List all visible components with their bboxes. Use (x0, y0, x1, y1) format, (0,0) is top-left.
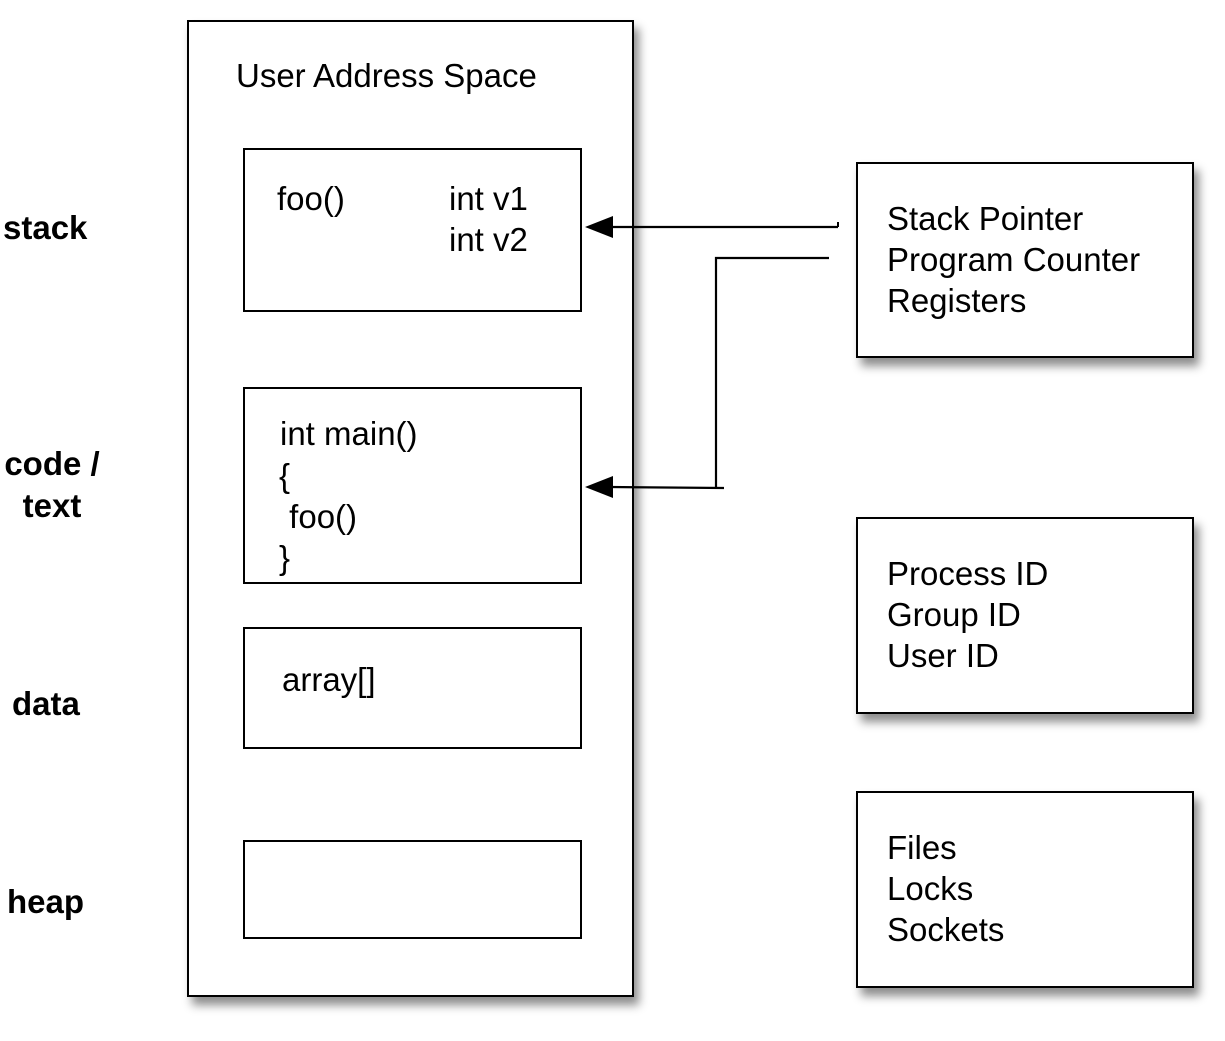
address-space-title: User Address Space (236, 57, 537, 94)
stack-variable-v2: int v2 (449, 221, 528, 258)
code-text-label: code / text (0, 443, 104, 527)
resources-box (856, 791, 1194, 988)
stack-function-name: foo() (277, 180, 345, 217)
heap-label: heap (7, 883, 85, 920)
code-line-2: { (279, 457, 291, 494)
data-label: data (12, 685, 80, 722)
thread-state-box (856, 162, 1194, 358)
thread-state-lines: Stack Pointer Program Counter Registers (887, 198, 1140, 321)
registers-text: Registers (887, 282, 1027, 319)
locks-text: Locks (887, 870, 974, 907)
code-line-1: int main() (280, 415, 418, 452)
code-line-3: foo() (280, 498, 358, 535)
process-identity-box (856, 517, 1194, 714)
stack-pointer-text: Stack Pointer (887, 200, 1084, 237)
process-identity-lines: Process ID Group ID User ID (887, 553, 1048, 676)
data-segment-box (243, 627, 582, 749)
sockets-text: Sockets (887, 911, 1005, 948)
code-text-label-line1: code / (4, 445, 100, 482)
stack-segment-box (243, 148, 582, 312)
stack-variable-v1: int v1 (449, 180, 528, 217)
files-text: Files (887, 829, 957, 866)
heap-segment-box (243, 840, 582, 939)
group-id-text: Group ID (887, 596, 1021, 633)
stack-label: stack (3, 209, 88, 246)
code-line-4: } (279, 539, 291, 576)
code-text-label-line2: text (22, 487, 82, 524)
resources-lines: Files Locks Sockets (887, 827, 1004, 950)
code-segment-box (243, 387, 582, 584)
process-id-text: Process ID (887, 555, 1049, 592)
user-id-text: User ID (887, 637, 999, 674)
data-array: array[] (282, 661, 376, 698)
program-counter-text: Program Counter (887, 241, 1141, 278)
